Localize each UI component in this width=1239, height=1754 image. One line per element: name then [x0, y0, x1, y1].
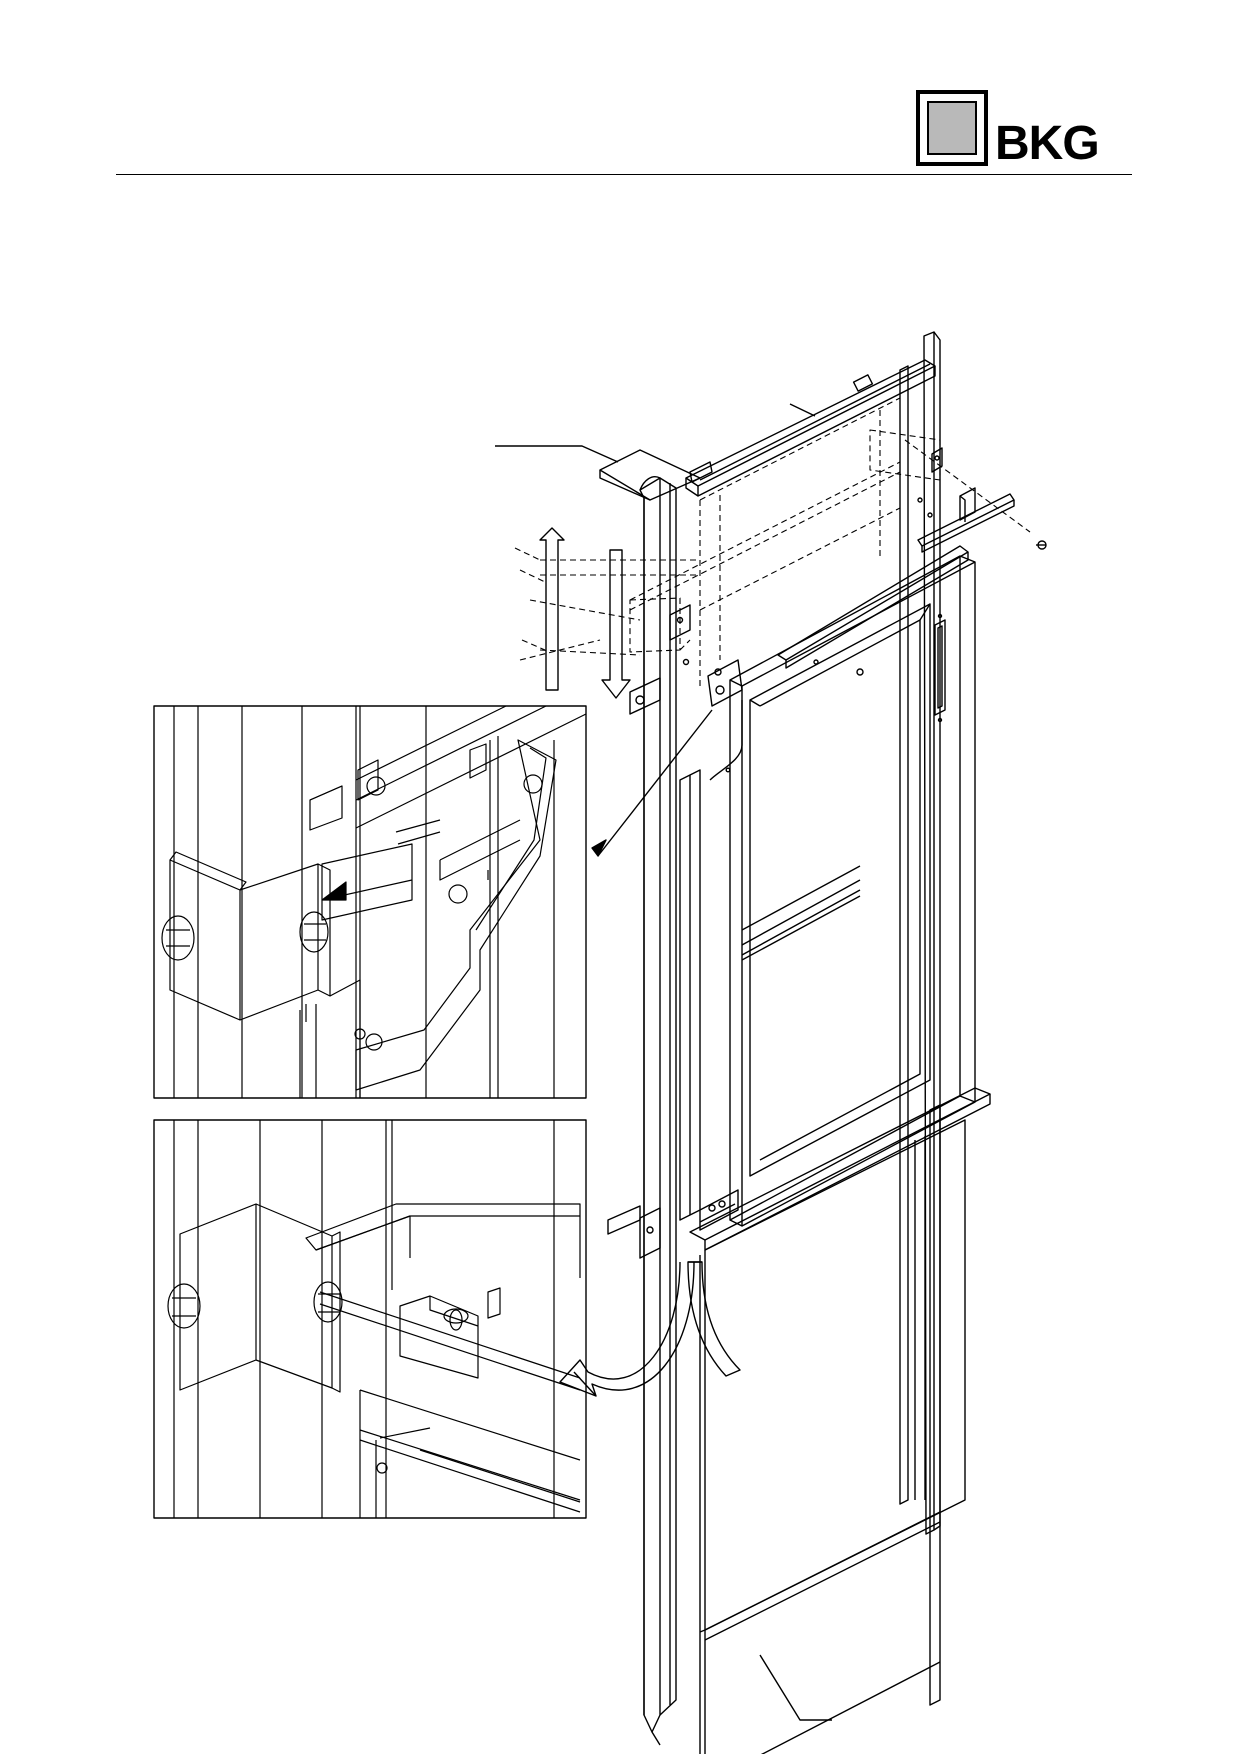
main-assembly	[495, 332, 1046, 1754]
detail-inset-top	[154, 706, 586, 1098]
logo-text: BKG	[995, 117, 1100, 170]
bkg-logo: BKG	[916, 90, 1131, 170]
detail-inset-bottom	[154, 1120, 586, 1518]
logo-square-icon	[916, 90, 988, 166]
header-divider	[116, 174, 1132, 175]
